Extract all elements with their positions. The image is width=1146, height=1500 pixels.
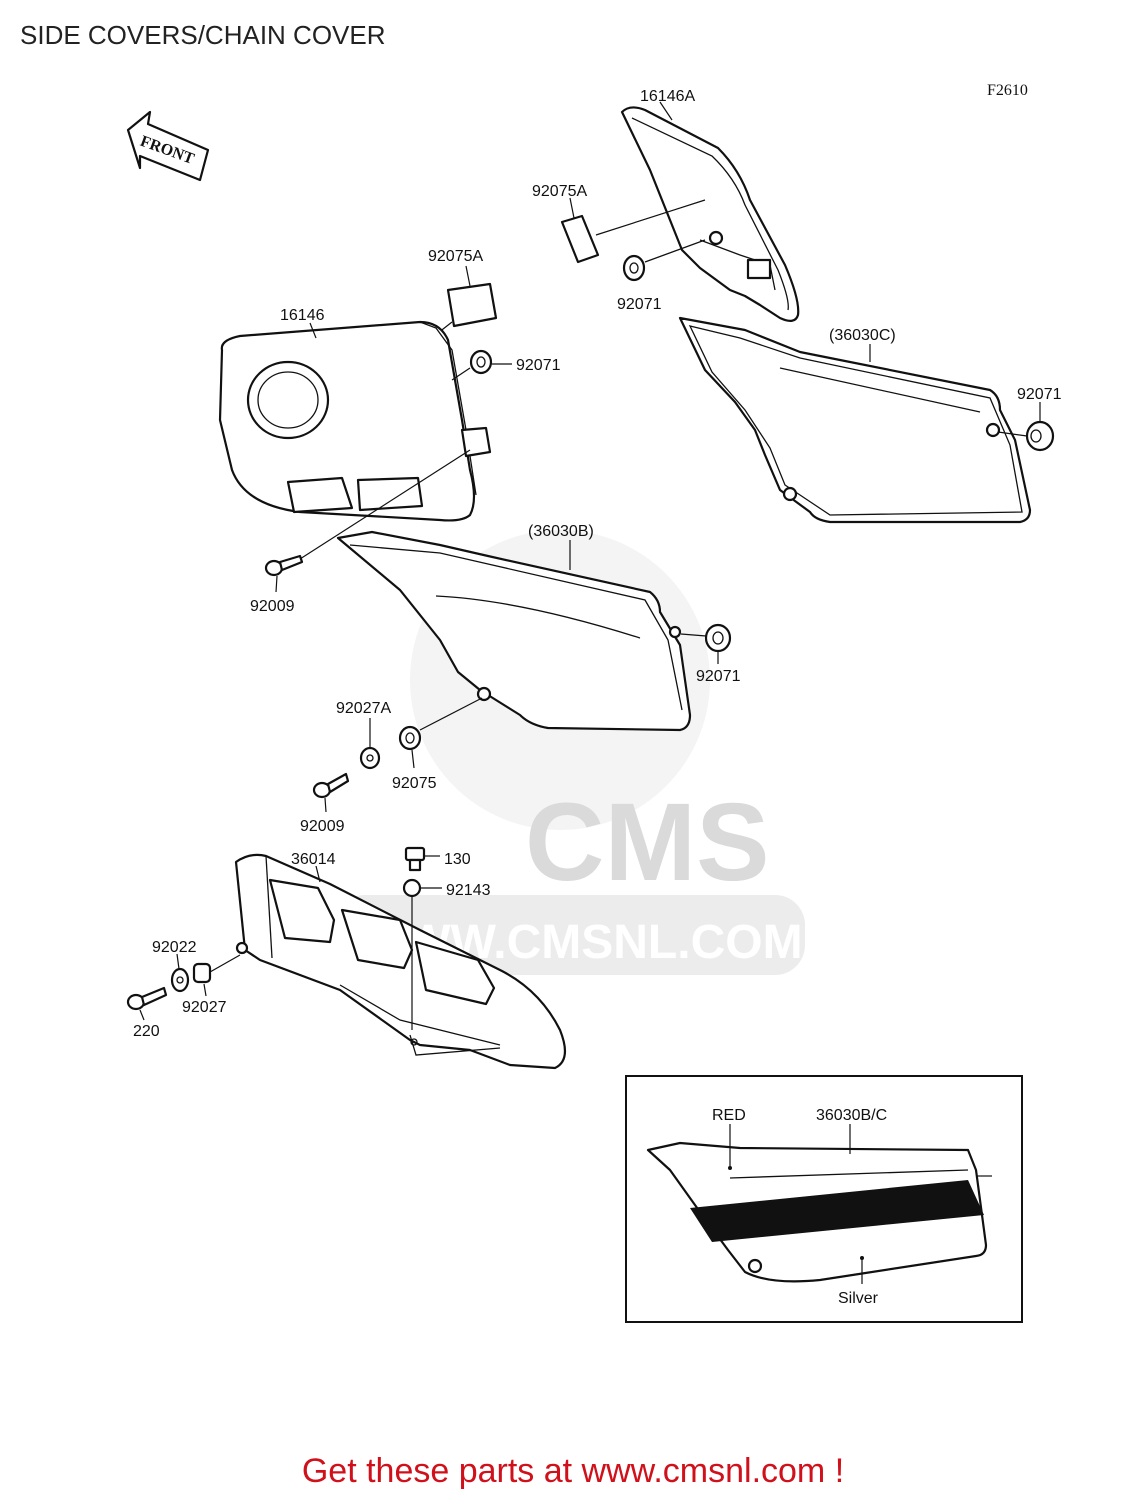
label-36014: 36014 <box>291 851 336 868</box>
label-130: 130 <box>444 851 471 868</box>
part-92022-washer <box>170 967 190 993</box>
footer-link[interactable]: Get these parts at www.cmsnl.com ! <box>301 1452 845 1490</box>
figure-code: F2610 <box>987 82 1028 99</box>
label-92143: 92143 <box>446 882 491 899</box>
part-130-bolt <box>404 846 426 872</box>
label-92027: 92027 <box>182 999 227 1016</box>
label-92009-upper: 92009 <box>250 598 295 615</box>
label-16146A: 16146A <box>640 88 695 105</box>
part-92143-collar <box>402 878 422 1030</box>
part-36030C <box>678 316 1032 524</box>
label-92071-right: 92071 <box>1017 386 1062 403</box>
part-92075A-mid <box>446 282 498 328</box>
front-arrow-icon: FRONT <box>126 110 210 182</box>
label-92071-mid: 92071 <box>516 357 561 374</box>
inset-label-red: RED <box>712 1107 746 1124</box>
part-92009-lower <box>312 772 350 799</box>
label-92075A-mid: 92075A <box>428 248 483 265</box>
label-92027A: 92027A <box>336 700 391 717</box>
watermark-brand: CMS <box>525 781 769 904</box>
label-92071-lower: 92071 <box>696 668 741 685</box>
inset-label-part: 36030B/C <box>816 1107 887 1124</box>
part-92071-lower <box>704 623 732 653</box>
label-16146: 16146 <box>280 307 325 324</box>
label-92071-top: 92071 <box>617 296 662 313</box>
label-36030B: (36030B) <box>528 523 594 540</box>
label-92022: 92022 <box>152 939 197 956</box>
part-92071-top <box>622 254 646 282</box>
part-220-bolt <box>126 986 168 1011</box>
part-92071-mid <box>469 349 493 375</box>
inset-label-silver: Silver <box>838 1290 879 1307</box>
part-36014-chain-cover <box>234 853 567 1070</box>
part-92071-right <box>1025 420 1055 452</box>
color-detail-inset: RED 36030B/C Silver <box>625 1075 1023 1323</box>
part-92009-upper <box>264 554 304 577</box>
part-92027A <box>359 746 381 770</box>
page-title: SIDE COVERS/CHAIN COVER <box>20 20 386 50</box>
label-36030C: (36030C) <box>829 327 896 344</box>
part-36030B <box>336 530 692 732</box>
label-92075A-top: 92075A <box>532 183 587 200</box>
label-92075: 92075 <box>392 775 437 792</box>
part-16146 <box>218 320 492 522</box>
label-220: 220 <box>133 1023 160 1040</box>
label-92009-lower: 92009 <box>300 818 345 835</box>
part-92075 <box>398 725 422 751</box>
part-92027-collar <box>192 962 212 984</box>
part-16146A <box>620 106 800 322</box>
part-92075A-top <box>560 214 600 264</box>
